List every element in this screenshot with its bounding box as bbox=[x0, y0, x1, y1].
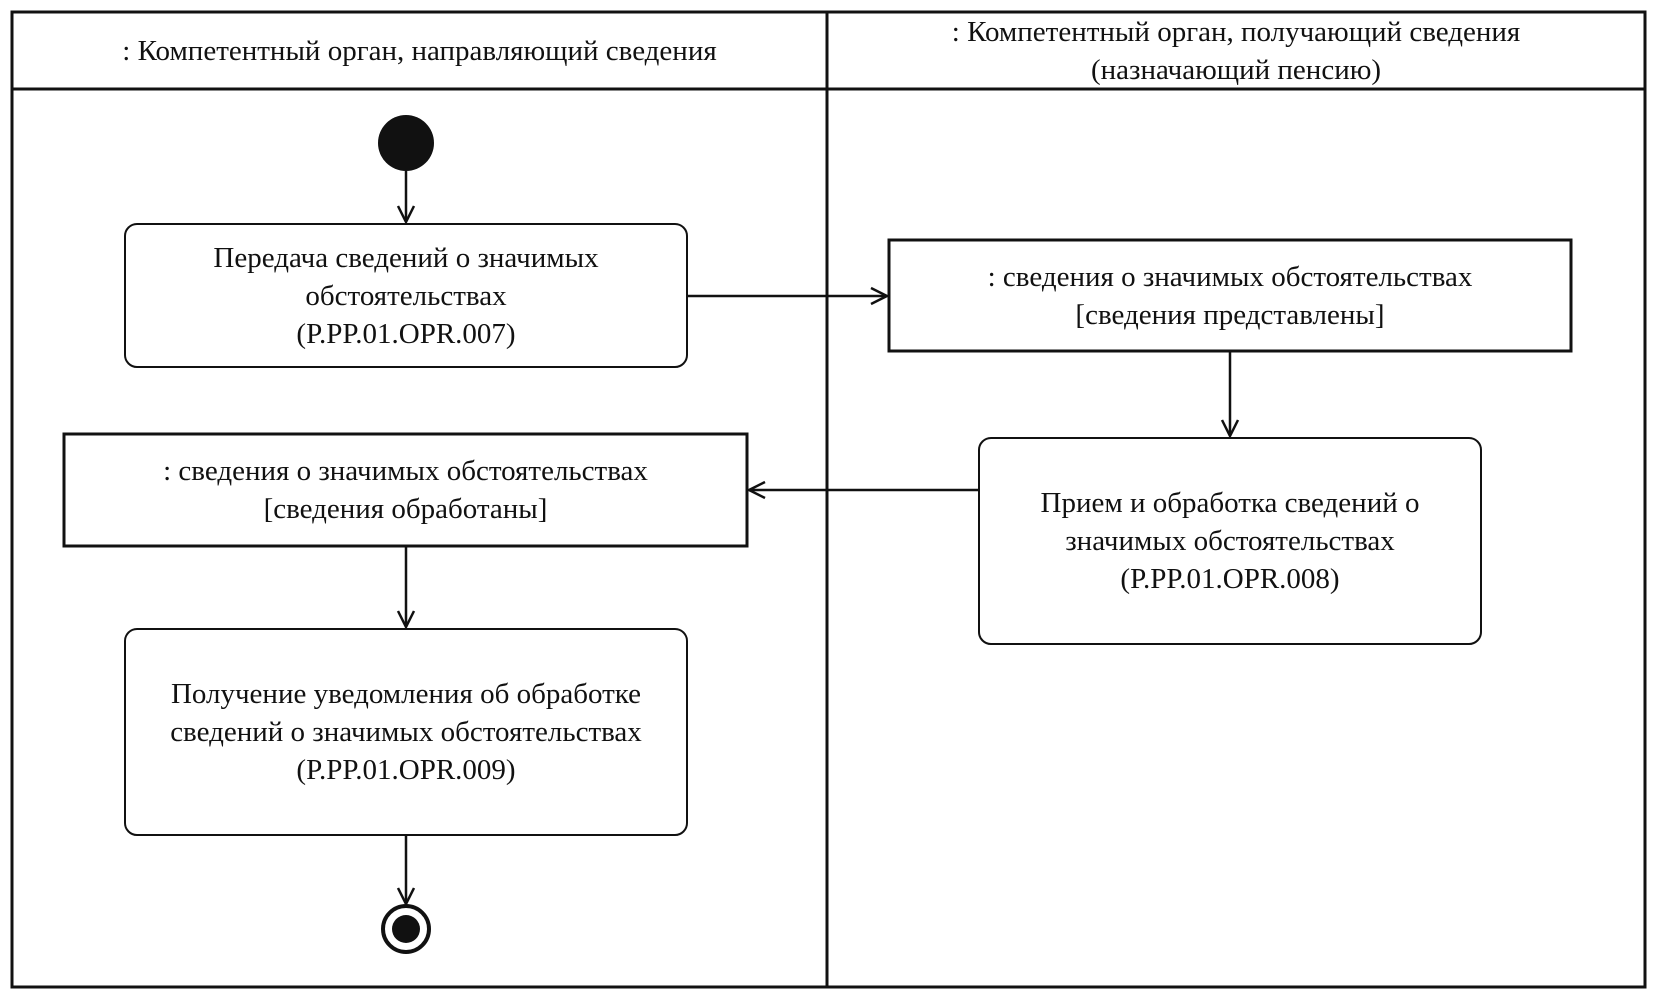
action-receive-code: (P.PP.01.OPR.008) bbox=[1120, 563, 1340, 595]
action-receive: Прием и обработка сведений о значимых об… bbox=[981, 440, 1479, 642]
action-receive-line2: значимых обстоятельствах bbox=[1065, 525, 1395, 557]
lane-title-receiver: : Компетентный орган, получающий сведени… bbox=[829, 14, 1643, 87]
lane-title-receiver-line1: : Компетентный орган, получающий сведени… bbox=[951, 15, 1521, 48]
object-submitted-state: [сведения представлены] bbox=[1075, 298, 1385, 331]
lane-title-receiver-line2: (назначающий пенсию) bbox=[1090, 53, 1382, 86]
action-send: Передача сведений о значимых обстоятельс… bbox=[127, 226, 685, 365]
object-submitted-name: : сведения о значимых обстоятельствах bbox=[987, 260, 1473, 293]
action-receive-box bbox=[978, 437, 1482, 645]
action-notify-code: (P.PP.01.OPR.009) bbox=[296, 754, 516, 786]
action-notify-line2: сведений о значимых обстоятельствах bbox=[170, 716, 642, 748]
lane-title-sender-text: : Компетентный орган, направляющий сведе… bbox=[122, 34, 717, 67]
object-submitted: : сведения о значимых обстоятельствах [с… bbox=[891, 242, 1569, 349]
lane-title-sender: : Компетентный орган, направляющий сведе… bbox=[14, 14, 825, 87]
object-processed-box bbox=[62, 432, 749, 548]
object-processed-state: [сведения обработаны] bbox=[263, 493, 548, 525]
action-send-line1: Передача сведений о значимых bbox=[213, 241, 599, 274]
initial-node bbox=[378, 115, 434, 171]
object-processed-name: : сведения о значимых обстоятельствах bbox=[163, 455, 648, 487]
action-receive-line1: Прием и обработка сведений о bbox=[1040, 487, 1420, 519]
final-node-inner bbox=[392, 915, 420, 943]
action-send-line2: обстоятельствах bbox=[305, 279, 507, 312]
action-send-code: (P.PP.01.OPR.007) bbox=[296, 317, 516, 350]
action-notify: Получение уведомления об обработке сведе… bbox=[127, 631, 685, 833]
action-notify-line1: Получение уведомления об обработке bbox=[170, 678, 642, 710]
object-processed: : сведения о значимых обстоятельствах [с… bbox=[66, 436, 745, 544]
